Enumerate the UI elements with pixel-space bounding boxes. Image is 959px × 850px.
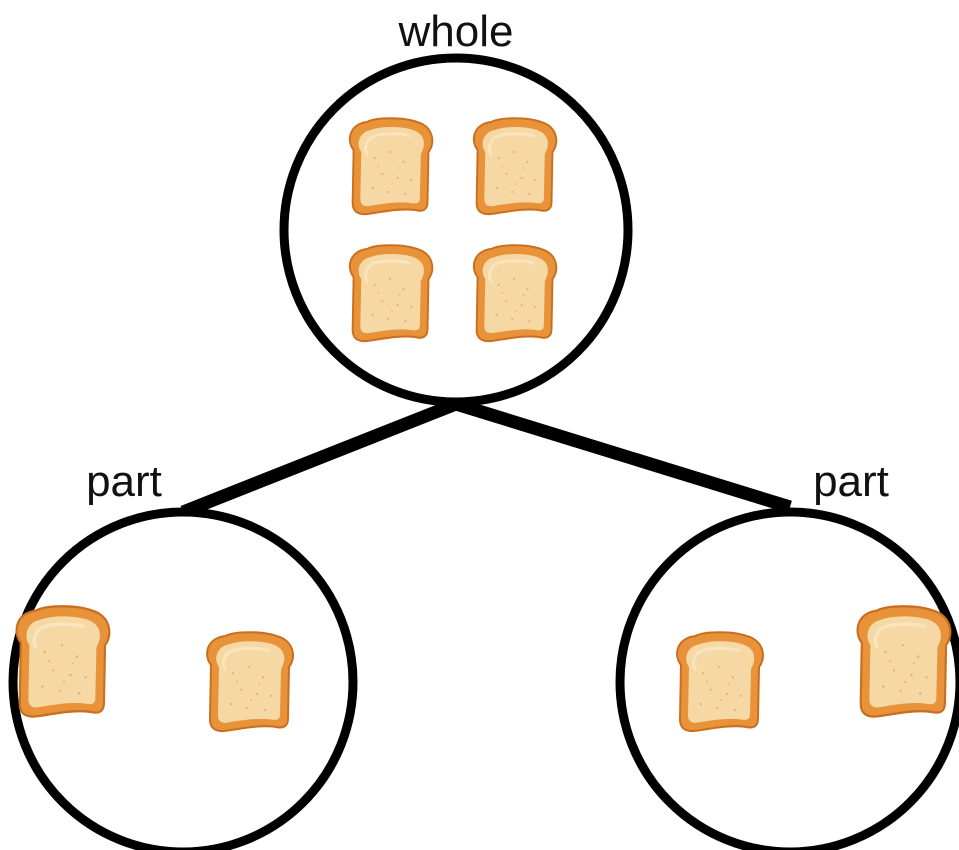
bread-slice-icon [472, 116, 558, 216]
whole-circle [279, 53, 633, 407]
connector-right [454, 397, 792, 514]
part-circle-right [615, 507, 959, 850]
whole-label: whole [398, 7, 514, 56]
part-circle-left [8, 507, 358, 850]
connectors [180, 397, 792, 519]
part-label-left: part [86, 457, 162, 506]
connector-left [180, 397, 459, 519]
bread-slice-icon [348, 116, 434, 216]
bread-slice-icon [855, 604, 953, 719]
part-label-right: part [813, 457, 889, 506]
bread-slice-icon [675, 630, 765, 733]
bread-slice-icon [205, 630, 295, 733]
bread-slice-icon [472, 243, 558, 343]
bread-slice-icon [14, 604, 112, 719]
bread-slice-icon [348, 243, 434, 343]
